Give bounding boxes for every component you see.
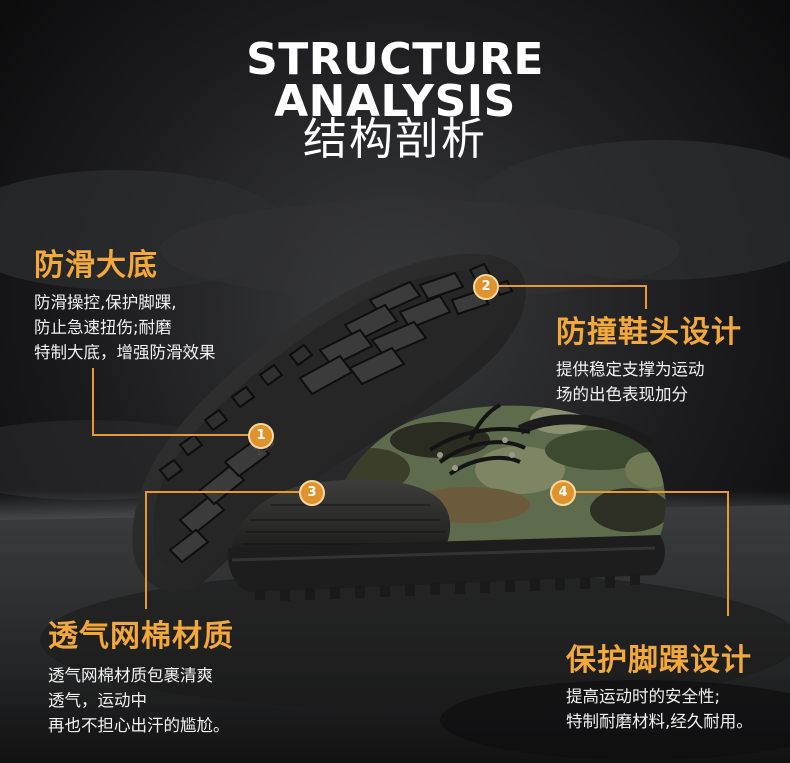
feature-3-desc-line: 透气，运动中 (48, 691, 147, 710)
feature-4-title: 保护脚踝设计 (566, 643, 752, 678)
feature-4-desc-line: 特制耐磨材料,经久耐用。 (566, 712, 753, 731)
feature-3-desc: 透气网棉材质包裹清爽 透气，运动中 再也不担心出汗的尴尬。 (48, 663, 230, 738)
leader-line-4a (574, 491, 728, 493)
feature-1-desc: 防滑操控,保护脚踝, 防止急速扭伤;耐磨 特制大底，增强防滑效果 (34, 290, 216, 365)
leader-line-3b (145, 491, 147, 609)
feature-3-desc-line: 再也不担心出汗的尴尬。 (48, 716, 230, 735)
feature-2-title: 防撞鞋头设计 (556, 315, 742, 350)
title-analysis: ANALYSIS (274, 76, 516, 127)
leader-line-2a (496, 285, 646, 287)
leader-line-1a (92, 368, 94, 435)
feature-3-desc-line: 透气网棉材质包裹清爽 (48, 666, 213, 685)
feature-3-title: 透气网棉材质 (48, 619, 234, 654)
feature-4-desc-line: 提高运动时的安全性; (566, 687, 721, 706)
leader-line-2b (645, 285, 647, 309)
marker-4: 4 (550, 480, 576, 506)
marker-3: 3 (299, 480, 325, 506)
marker-2: 2 (473, 274, 499, 300)
title-chinese: 结构剖析 (303, 114, 487, 165)
feature-1-title: 防滑大底 (34, 248, 158, 283)
leader-line-4b (727, 491, 729, 616)
feature-2-desc-line: 场的出色表现加分 (556, 385, 688, 404)
feature-2-desc-line: 提供稳定支撑为运动 (556, 360, 705, 379)
feature-1-desc-line: 防滑操控,保护脚踝, (34, 293, 177, 312)
feature-4-desc: 提高运动时的安全性; 特制耐磨材料,经久耐用。 (566, 684, 753, 734)
marker-1: 1 (248, 423, 274, 449)
leader-line-1b (92, 434, 248, 436)
feature-2-desc: 提供稳定支撑为运动 场的出色表现加分 (556, 357, 705, 407)
feature-1-desc-line: 特制大底，增强防滑效果 (34, 343, 216, 362)
feature-1-desc-line: 防止急速扭伤;耐磨 (34, 318, 172, 337)
title-structure: STRUCTURE (246, 34, 544, 85)
leader-line-3a (145, 491, 299, 493)
